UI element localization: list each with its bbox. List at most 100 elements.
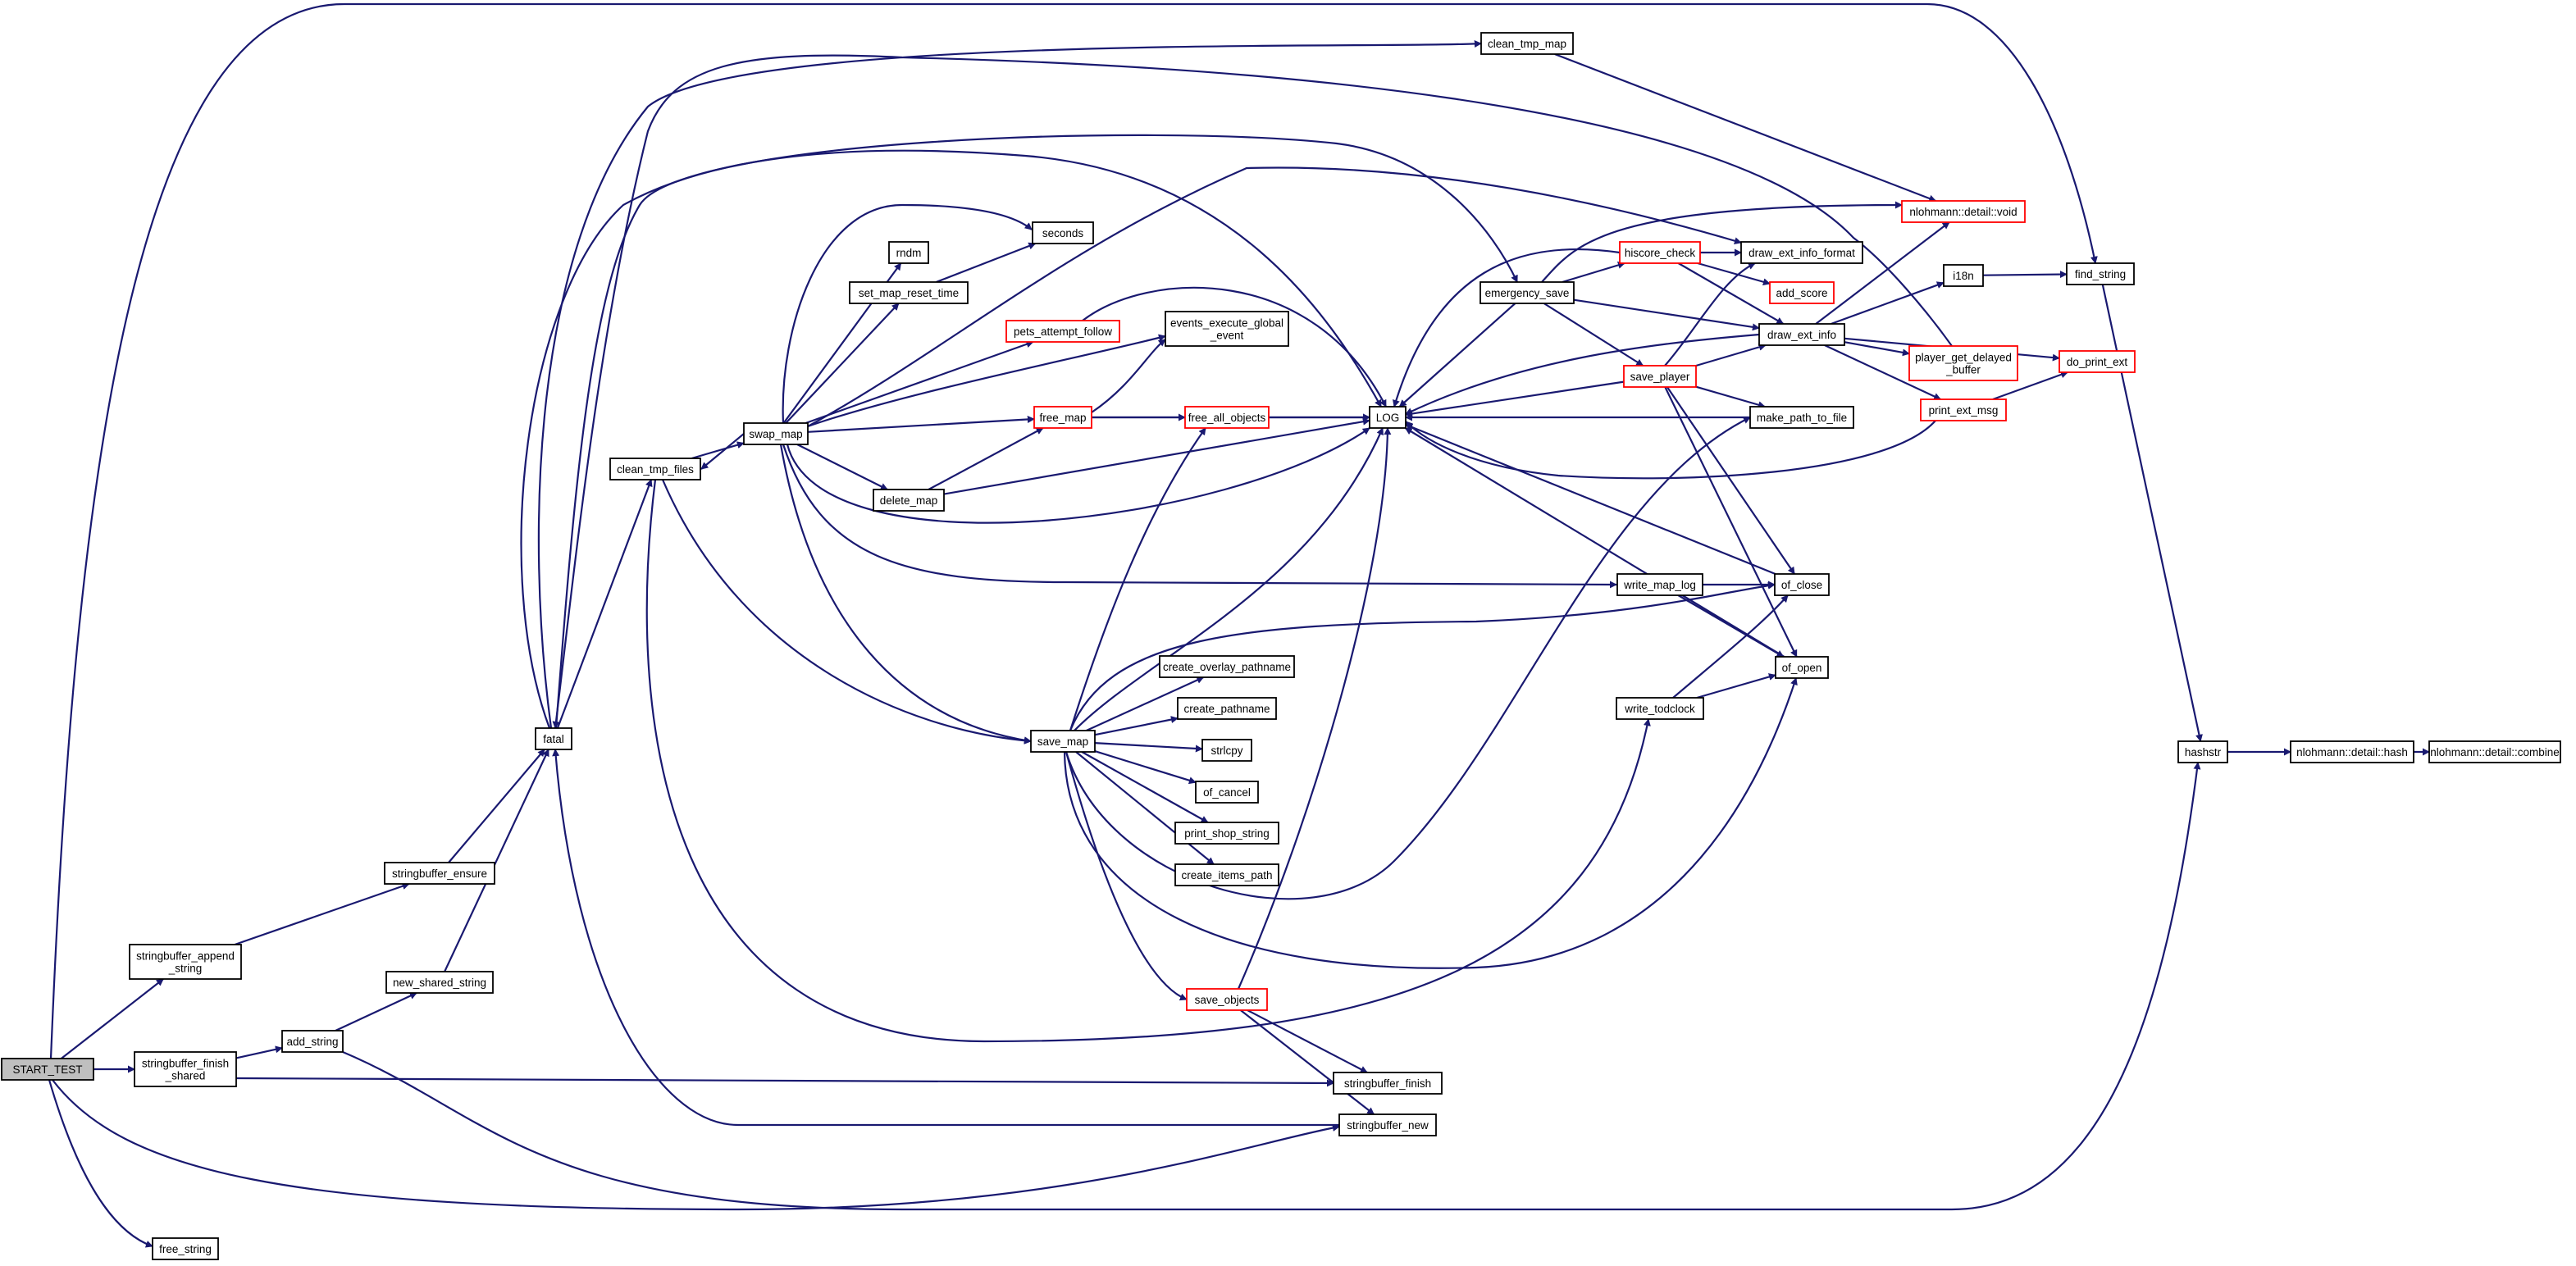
node-stringbuffer_finish[interactable]: stringbuffer_finish bbox=[1333, 1072, 1443, 1095]
node-free_string[interactable]: free_string bbox=[152, 1237, 219, 1260]
node-stringbuffer_append_string[interactable]: stringbuffer_append_string bbox=[129, 944, 242, 980]
node-box bbox=[1165, 311, 1289, 347]
node-label: find_string bbox=[2075, 268, 2126, 280]
node-label: _shared bbox=[165, 1070, 206, 1082]
node-nlohmann_combine[interactable]: nlohmann::detail::combine bbox=[2428, 740, 2561, 763]
node-label: stringbuffer_new bbox=[1347, 1119, 1429, 1132]
node-of_close[interactable]: of_close bbox=[1774, 573, 1830, 596]
node-box bbox=[1195, 781, 1259, 804]
node-label: write_todclock bbox=[1624, 703, 1695, 715]
node-hashstr[interactable]: hashstr bbox=[2177, 740, 2228, 763]
node-label: START_TEST bbox=[12, 1063, 82, 1076]
node-free_map[interactable]: free_map bbox=[1033, 406, 1092, 429]
node-box bbox=[1616, 573, 1703, 596]
edge-write_todclock-to-of_close bbox=[1672, 594, 1789, 699]
node-save_player[interactable]: save_player bbox=[1623, 365, 1697, 388]
node-label: strlcpy bbox=[1210, 745, 1242, 757]
node-create_overlay_pathname[interactable]: create_overlay_pathname bbox=[1159, 655, 1295, 678]
node-box bbox=[888, 241, 929, 264]
edge-fatal-to-LOG bbox=[520, 149, 1382, 729]
edge-i18n-to-find_string bbox=[1982, 271, 2068, 279]
edge-emergency_save-to-nlohmann_void bbox=[1541, 201, 1903, 283]
node-rndm[interactable]: rndm bbox=[888, 241, 929, 264]
edge-swap_map-to-draw_ext_info_format bbox=[807, 166, 1742, 427]
node-do_print_ext[interactable]: do_print_ext bbox=[2059, 350, 2136, 373]
node-strlcpy[interactable]: strlcpy bbox=[1201, 739, 1252, 762]
node-swap_map[interactable]: swap_map bbox=[743, 422, 809, 445]
node-LOG[interactable]: LOG bbox=[1369, 406, 1407, 429]
edge-hiscore_check-to-LOG bbox=[1393, 248, 1621, 408]
node-label: of_cancel bbox=[1203, 786, 1251, 799]
node-label: i18n bbox=[1953, 270, 1974, 282]
node-save_objects[interactable]: save_objects bbox=[1186, 988, 1268, 1011]
node-stringbuffer_ensure[interactable]: stringbuffer_ensure bbox=[384, 862, 495, 885]
node-nlohmann_void[interactable]: nlohmann::detail::void bbox=[1901, 200, 2026, 223]
node-label: draw_ext_info bbox=[1767, 329, 1836, 341]
node-stringbuffer_finish_shared[interactable]: stringbuffer_finish_shared bbox=[134, 1051, 237, 1087]
node-create_pathname[interactable]: create_pathname bbox=[1177, 697, 1277, 720]
node-label: create_items_path bbox=[1181, 869, 1272, 881]
node-stringbuffer_new[interactable]: stringbuffer_new bbox=[1338, 1113, 1437, 1136]
node-add_string[interactable]: add_string bbox=[281, 1030, 344, 1053]
edge-emergency_save-to-draw_ext_info bbox=[1573, 298, 1760, 331]
node-of_open[interactable]: of_open bbox=[1775, 656, 1829, 679]
node-new_shared_string[interactable]: new_shared_string bbox=[385, 971, 494, 994]
edge-swap_map-to-write_map_log bbox=[782, 444, 1617, 589]
edge-of_open-to-LOG bbox=[1404, 427, 1785, 658]
node-label: of_close bbox=[1781, 579, 1822, 591]
node-make_path_to_file[interactable]: make_path_to_file bbox=[1749, 406, 1854, 429]
edge-of_close-to-LOG bbox=[1405, 423, 1776, 576]
node-save_map[interactable]: save_map bbox=[1030, 730, 1096, 753]
node-find_string[interactable]: find_string bbox=[2066, 262, 2135, 285]
node-label: nlohmann::detail::hash bbox=[2296, 746, 2408, 758]
node-clean_tmp_files[interactable]: clean_tmp_files bbox=[609, 458, 701, 480]
node-emergency_save[interactable]: emergency_save bbox=[1479, 281, 1575, 304]
node-box bbox=[2428, 740, 2561, 763]
node-print_ext_msg[interactable]: print_ext_msg bbox=[1920, 398, 2007, 421]
edge-hiscore_check-to-add_score bbox=[1697, 262, 1771, 286]
node-label: add_string bbox=[286, 1036, 338, 1048]
edge-swap_map-to-pets_attempt_follow bbox=[805, 340, 1034, 425]
edge-save_map-to-strlcpy bbox=[1094, 742, 1203, 753]
edge-draw_ext_info-to-LOG bbox=[1405, 333, 1760, 415]
node-fatal[interactable]: fatal bbox=[535, 727, 572, 750]
node-i18n[interactable]: i18n bbox=[1943, 264, 1984, 287]
node-box bbox=[1005, 320, 1120, 343]
edge-pets_attempt_follow-to-LOG bbox=[1082, 286, 1387, 408]
node-events_execute_global_event[interactable]: events_execute_global_event bbox=[1165, 311, 1289, 347]
node-of_cancel[interactable]: of_cancel bbox=[1195, 781, 1259, 804]
node-pets_attempt_follow[interactable]: pets_attempt_follow bbox=[1005, 320, 1120, 343]
node-write_map_log[interactable]: write_map_log bbox=[1616, 573, 1703, 596]
node-label: print_ext_msg bbox=[1929, 404, 1999, 417]
node-box bbox=[1333, 1072, 1443, 1095]
node-label: draw_ext_info_format bbox=[1748, 247, 1855, 259]
edge-clean_tmp_files-to-save_map bbox=[661, 479, 1032, 745]
node-free_all_objects[interactable]: free_all_objects bbox=[1184, 406, 1270, 429]
node-clean_tmp_map[interactable]: clean_tmp_map bbox=[1480, 32, 1574, 55]
node-draw_ext_info[interactable]: draw_ext_info bbox=[1758, 323, 1845, 346]
node-nlohmann_hash[interactable]: nlohmann::detail::hash bbox=[2290, 740, 2414, 763]
node-write_todclock[interactable]: write_todclock bbox=[1616, 697, 1704, 720]
node-box bbox=[1774, 573, 1830, 596]
node-print_shop_string[interactable]: print_shop_string bbox=[1174, 822, 1279, 845]
edge-stringbuffer_new-to-fatal bbox=[552, 749, 1339, 1127]
edge-draw_ext_info-to-i18n bbox=[1831, 281, 1945, 326]
node-draw_ext_info_format[interactable]: draw_ext_info_format bbox=[1740, 241, 1863, 264]
node-set_map_reset_time[interactable]: set_map_reset_time bbox=[849, 281, 969, 304]
node-box bbox=[1480, 32, 1574, 55]
node-label: create_pathname bbox=[1183, 703, 1270, 715]
node-delete_map[interactable]: delete_map bbox=[873, 489, 945, 512]
node-seconds[interactable]: seconds bbox=[1032, 221, 1094, 244]
edge-fatal-to-clean_tmp_map bbox=[537, 40, 1482, 729]
node-label: free_map bbox=[1039, 412, 1086, 424]
edge-print_ext_msg-to-LOG bbox=[1405, 420, 1936, 480]
node-player_get_delayed_buffer[interactable]: player_get_delayed_buffer bbox=[1908, 345, 2018, 381]
node-hiscore_check[interactable]: hiscore_check bbox=[1619, 241, 1701, 264]
node-add_score[interactable]: add_score bbox=[1769, 281, 1835, 304]
edge-swap_map-to-set_map_reset_time bbox=[785, 303, 900, 424]
edge-stringbuffer_finish_shared-to-add_string bbox=[235, 1045, 283, 1059]
node-box bbox=[743, 422, 809, 445]
node-create_items_path[interactable]: create_items_path bbox=[1174, 863, 1279, 886]
edge-START_TEST-to-stringbuffer_append_string bbox=[61, 978, 164, 1059]
node-box bbox=[1943, 264, 1984, 287]
